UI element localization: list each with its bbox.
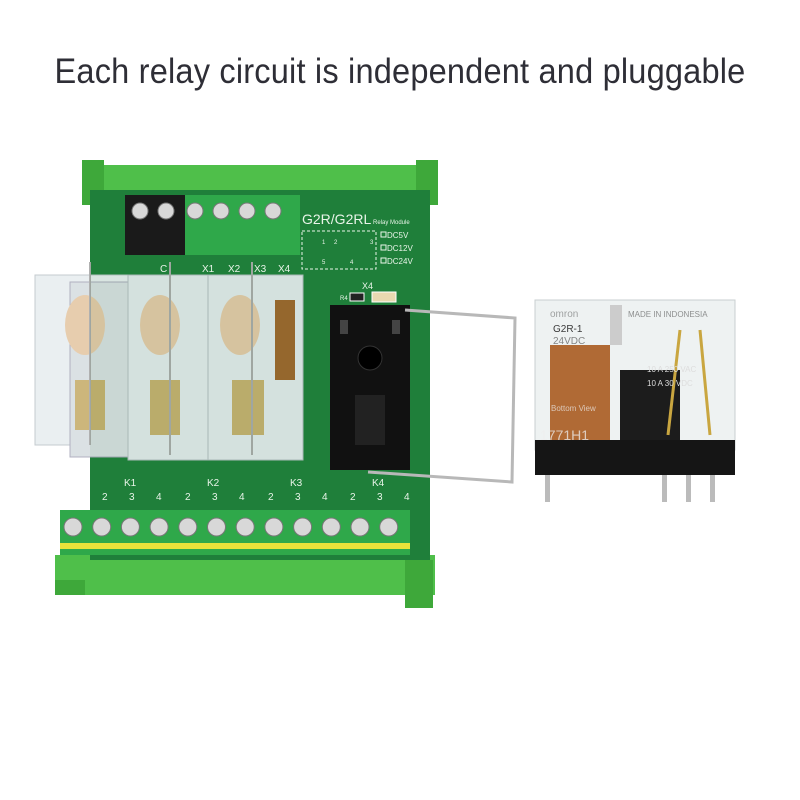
mounted-relays: [34, 262, 304, 461]
pin-label: 3: [370, 240, 374, 246]
relay-view-label: Bottom View: [551, 404, 596, 413]
terminal-screw[interactable]: [207, 517, 226, 537]
pin-number: 2: [102, 492, 108, 503]
pin-number: 3: [295, 492, 301, 503]
terminal-screw[interactable]: [92, 517, 112, 537]
terminal-screw[interactable]: [178, 517, 198, 537]
relay-group-label: K4: [372, 478, 385, 489]
din-rail-mount: [55, 160, 438, 608]
terminal-screw[interactable]: [120, 517, 140, 537]
terminal-screw[interactable]: [264, 517, 284, 537]
pin-number: 3: [129, 492, 135, 503]
loose-relay: omron MADE IN INDONESIA G2R-1 24VDC 10 A…: [534, 299, 736, 502]
terminal-screw[interactable]: [63, 517, 83, 537]
relay-coil: 24VDC: [553, 336, 585, 347]
caption: Each relay circuit is independent and pl…: [54, 52, 746, 91]
voltage-option-12v: DC12V: [387, 244, 413, 253]
terminal-screw[interactable]: [321, 517, 341, 537]
terminal-screw[interactable]: [293, 517, 313, 537]
pin-number: 4: [239, 492, 245, 503]
pin-label: 2: [334, 240, 338, 246]
pin-number: 2: [185, 492, 191, 503]
relay-model: G2R-1: [553, 324, 583, 335]
terminal-screw[interactable]: [379, 517, 399, 537]
terminal-screw[interactable]: [149, 517, 169, 537]
pin-number: 2: [268, 492, 274, 503]
relay-rating-dc: 10 A 30 VDC: [647, 379, 693, 388]
relay-brand: omron: [550, 309, 578, 320]
terminal-screw[interactable]: [235, 517, 255, 537]
relay-rating-ac: 10 A 250 VAC: [647, 365, 696, 374]
pin-number: 2: [350, 492, 356, 503]
voltage-option-5v: DC5V: [387, 231, 409, 240]
relay-code: 1771H1: [540, 427, 589, 443]
board-model: G2R/G2RL: [302, 211, 371, 227]
pin-number: 3: [377, 492, 383, 503]
terminal-label-x3: X3: [254, 264, 267, 275]
module-label: Relay Module: [373, 220, 410, 226]
led-indicator: [371, 291, 397, 303]
top-terminal-block: [125, 195, 300, 255]
terminal-screw[interactable]: [350, 517, 370, 537]
relay-group-label: K2: [207, 478, 220, 489]
pin-number: 3: [212, 492, 218, 503]
relay-group-label: K3: [290, 478, 303, 489]
pin-number: 4: [322, 492, 328, 503]
terminal-label-x2: X2: [228, 264, 241, 275]
indicator-channel-label: X4: [362, 281, 373, 291]
relay-group-label: K1: [124, 478, 137, 489]
terminal-label-c: C: [160, 264, 167, 275]
terminal-label-x1: X1: [202, 264, 215, 275]
voltage-option-24v: DC24V: [387, 257, 413, 266]
bottom-terminal-block: [60, 510, 410, 555]
terminal-label-x4: X4: [278, 264, 291, 275]
pin-number: 4: [156, 492, 162, 503]
pin-label: 4: [350, 260, 354, 266]
pin-label: 5: [322, 260, 326, 266]
pin-label: 1: [322, 240, 326, 246]
resistor-label: R4: [340, 296, 348, 302]
pin-number: 4: [404, 492, 410, 503]
retaining-clip: [367, 308, 517, 484]
relay-origin: MADE IN INDONESIA: [628, 310, 708, 319]
relay-socket: [330, 305, 410, 470]
